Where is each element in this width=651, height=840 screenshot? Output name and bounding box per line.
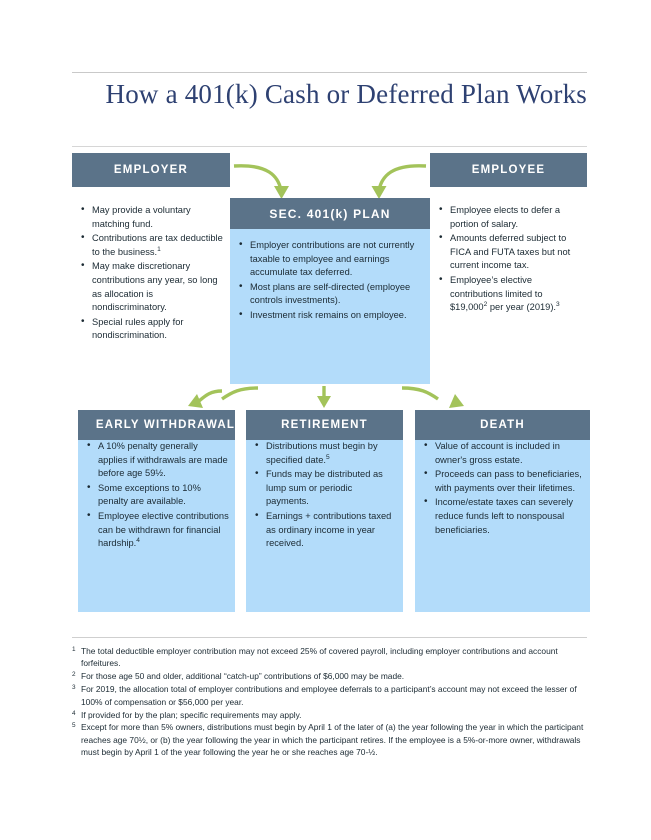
list-item: Amounts deferred subject to FICA and FUT… — [439, 231, 581, 273]
death-bullet-list: Value of account is included in owner's … — [415, 439, 590, 537]
list-item: Proceeds can pass to beneficiaries, with… — [424, 467, 584, 495]
list-item: Employee’s elective contributions limite… — [439, 273, 581, 315]
list-item: Special rules apply for nondiscriminatio… — [81, 315, 224, 343]
footnote-text: Except for more than 5% owners, distribu… — [81, 722, 584, 758]
footnote-mark: 4 — [72, 709, 76, 717]
plan-header: SEC. 401(k) PLAN — [230, 198, 430, 229]
footnote-1: 1 The total deductible employer contribut… — [72, 645, 589, 670]
footnote-text: For those age 50 and older, additional “… — [81, 671, 405, 682]
retirement-bullet-list: Distributions must begin by specified da… — [246, 439, 403, 551]
list-item: Distributions must begin by specified da… — [255, 439, 397, 467]
list-item: Employer contributions are not currently… — [239, 238, 424, 280]
footnote-text: For 2019, the allocation total of employ… — [81, 684, 577, 707]
footnote-5: 5 Except for more than 5% owners, distrib… — [72, 721, 589, 758]
list-item: Contributions are tax deductible to the … — [81, 231, 224, 259]
employee-header: EMPLOYEE — [430, 153, 587, 187]
list-item: Earnings + contributions taxed as ordina… — [255, 509, 397, 551]
footnote-3: 3 For 2019, the allocation total of emplo… — [72, 683, 589, 708]
plan-header-label: SEC. 401(k) PLAN — [269, 206, 391, 221]
footnotes: 1 The total deductible employer contribut… — [72, 645, 589, 759]
early-withdrawal-bullet-list: A 10% penalty generally applies if withd… — [78, 439, 235, 551]
retirement-header-label: RETIREMENT — [281, 419, 368, 431]
footnote-2: 2 For those age 50 and older, additional … — [72, 670, 589, 682]
list-item: Most plans are self-directed (employee c… — [239, 280, 424, 308]
footnote-ref: 5 — [325, 453, 330, 461]
footnote-ref: 1 — [157, 245, 161, 253]
list-item: Investment risk remains on employee. — [239, 308, 424, 323]
footnote-text: The total deductible employer contributi… — [81, 646, 558, 669]
list-item: Some exceptions to 10% penalty are avail… — [87, 481, 229, 509]
footnote-mark: 1 — [72, 646, 76, 653]
early-withdrawal-bullets-box: A 10% penalty generally applies if withd… — [78, 439, 235, 612]
employer-bullets-box: May provide a voluntary matching fund. C… — [72, 196, 230, 386]
footnotes-divider — [72, 637, 587, 638]
early-withdrawal-header-label: EARLY WITHDRAWAL — [95, 419, 236, 431]
list-item: Income/estate taxes can severely reduce … — [424, 495, 584, 537]
list-item: A 10% penalty generally applies if withd… — [87, 439, 229, 481]
footnote-ref: 2 — [483, 301, 488, 309]
list-item: Funds may be distributed as lump sum or … — [255, 467, 397, 509]
top-divider — [72, 72, 587, 73]
page-title: How a 401(k) Cash or Deferred Plan Works — [105, 79, 587, 109]
list-item: Employee elective contributions can be w… — [87, 509, 229, 551]
list-item: Value of account is included in owner's … — [424, 439, 584, 467]
plan-bullets-box: Employer contributions are not currently… — [230, 229, 430, 384]
employee-bullets-box: Employee elects to defer a portion of sa… — [430, 196, 587, 386]
death-header-label: DEATH — [480, 419, 525, 431]
footnote-ref: 4 — [136, 537, 140, 545]
plan-bullet-list: Employer contributions are not currently… — [230, 229, 430, 323]
employer-bullet-list: May provide a voluntary matching fund. C… — [72, 196, 230, 343]
list-item: May make discretionary contributions any… — [81, 259, 224, 314]
list-item: May provide a voluntary matching fund. — [81, 203, 224, 231]
retirement-header: RETIREMENT — [246, 410, 403, 440]
employee-bullet-list: Employee elects to defer a portion of sa… — [430, 196, 587, 315]
footnote-mark: 2 — [72, 671, 76, 679]
list-item: Employee elects to defer a portion of sa… — [439, 203, 581, 231]
footnote-ref: 3 — [556, 301, 560, 309]
footnote-4: 4 If provided for by the plan; specific r… — [72, 709, 589, 721]
employer-header-label: EMPLOYER — [113, 164, 189, 176]
title-divider — [72, 146, 587, 147]
employer-header: EMPLOYER — [72, 153, 230, 187]
early-withdrawal-header: EARLY WITHDRAWAL — [78, 410, 235, 440]
employee-header-label: EMPLOYEE — [471, 164, 546, 176]
footnote-mark: 3 — [72, 684, 76, 692]
footnote-mark: 5 — [72, 722, 76, 730]
footnote-text: If provided for by the plan; specific re… — [81, 709, 302, 720]
death-bullets-box: Value of account is included in owner's … — [415, 439, 590, 612]
death-header: DEATH — [415, 410, 590, 440]
retirement-bullets-box: Distributions must begin by specified da… — [246, 439, 403, 612]
